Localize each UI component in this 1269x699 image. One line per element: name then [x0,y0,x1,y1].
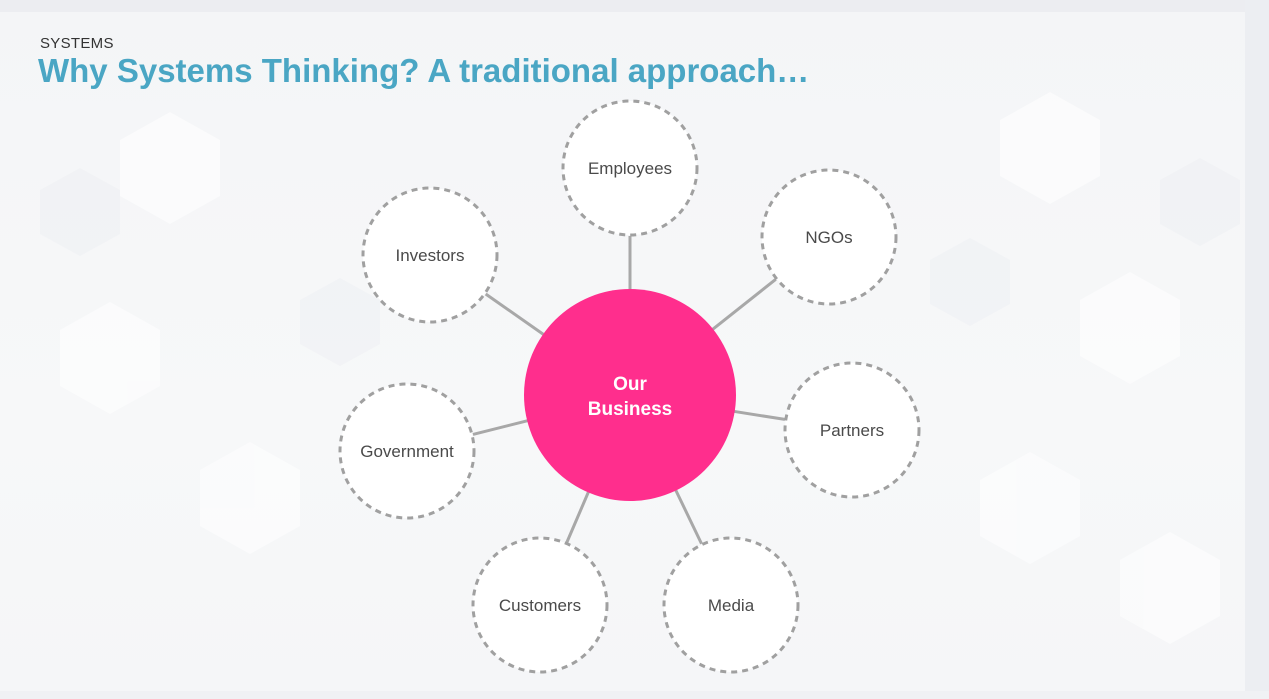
slide-bottom-edge [0,691,1269,699]
node-government: Government [338,382,476,520]
connector-partners [732,409,786,421]
node-circle-ngos [760,168,898,306]
connector-lines [472,236,786,545]
connector-media [673,488,703,545]
node-circle-customers [471,536,609,674]
node-investors: Investors [361,186,499,324]
hub-circle [524,289,736,501]
node-media: Media [662,536,800,674]
node-circle-employees [561,99,699,237]
node-circle-government [338,382,476,520]
hub-node: Our Business [524,289,736,501]
node-customers: Customers [471,536,609,674]
node-label-customers: Customers [499,596,581,615]
connector-government [472,418,530,436]
node-label-media: Media [708,596,755,615]
node-label-employees: Employees [588,159,672,178]
node-label-partners: Partners [820,421,884,440]
node-circle-partners [783,361,921,499]
node-circle-media [662,536,800,674]
section-label: SYSTEMS [40,35,114,52]
connector-customers [565,490,591,544]
connector-investors [484,292,546,337]
hub-label-line2: Business [588,399,672,420]
slide-title: Why Systems Thinking? A traditional appr… [38,52,810,89]
node-partners: Partners [783,361,921,499]
connector-ngos [710,278,777,332]
node-ngos: NGOs [760,168,898,306]
node-label-investors: Investors [396,246,465,265]
hub-label-line1: Our [613,374,647,395]
node-label-government: Government [360,442,454,461]
node-label-ngos: NGOs [805,228,852,247]
slide-right-edge [1245,0,1269,699]
node-employees: Employees [561,99,699,237]
slide-top-edge [0,0,1269,12]
node-circle-investors [361,186,499,324]
